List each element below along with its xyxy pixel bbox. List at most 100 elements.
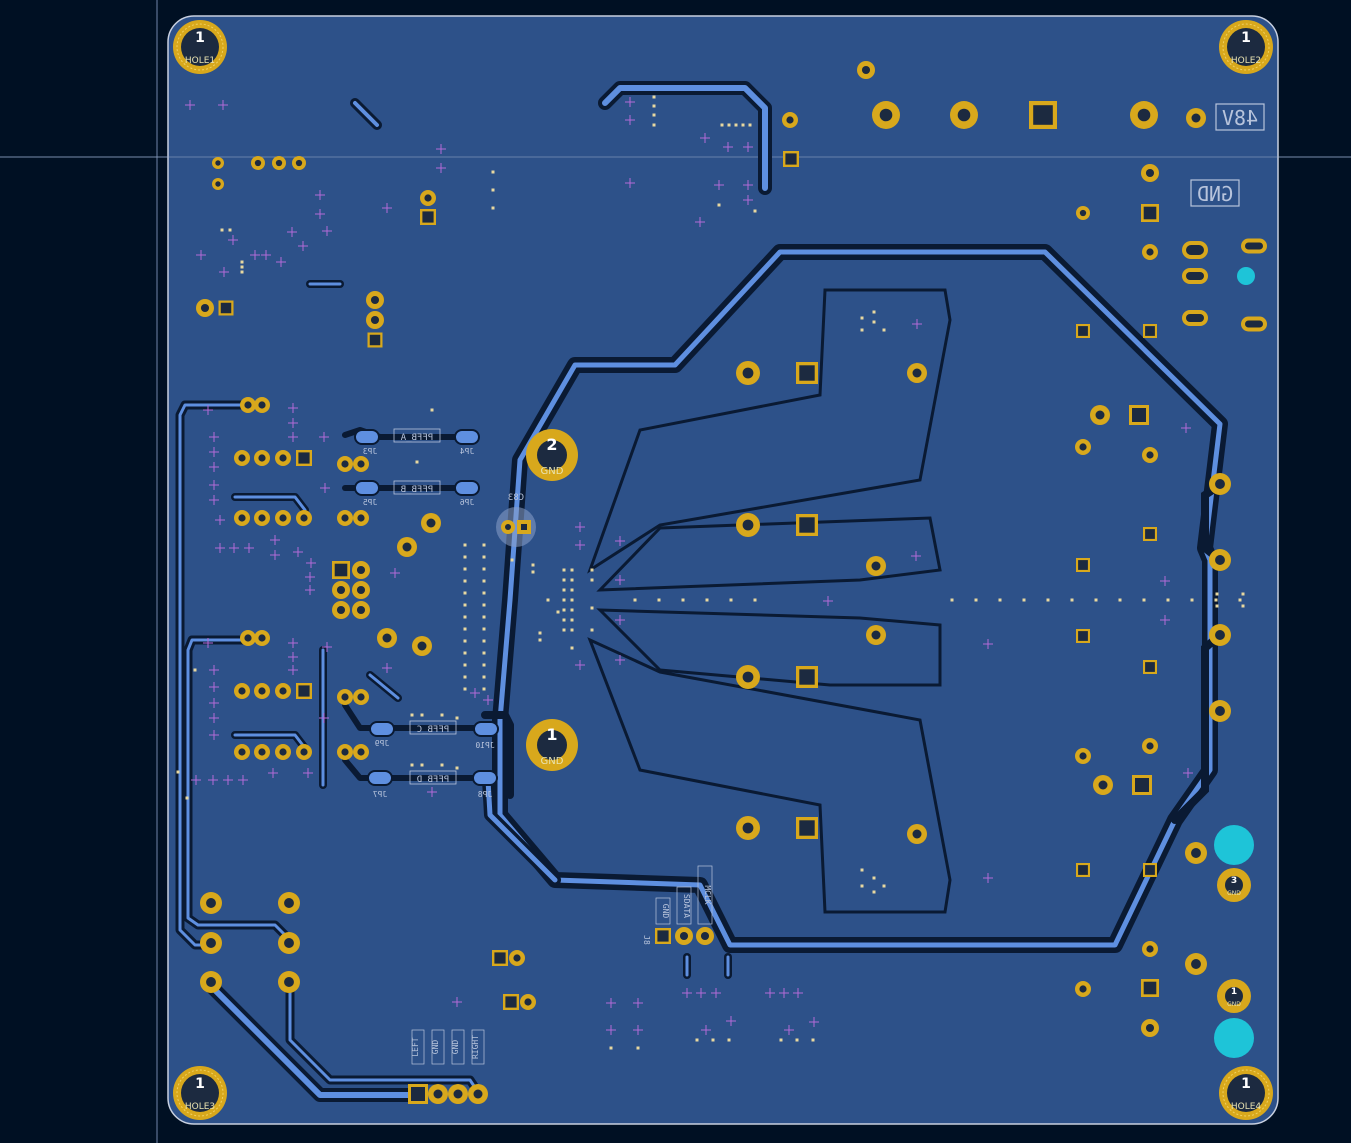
through-hole-pad[interactable] [421, 513, 441, 533]
through-hole-pad[interactable] [200, 892, 222, 914]
cyan-pad-small[interactable] [1237, 267, 1255, 285]
through-hole-pad[interactable] [254, 450, 270, 466]
through-hole-pad[interactable] [278, 892, 300, 914]
through-hole-pad[interactable] [240, 630, 256, 646]
through-hole-pad[interactable] [275, 510, 291, 526]
through-hole-pad[interactable] [1130, 101, 1158, 129]
through-hole-pad[interactable] [1090, 405, 1110, 425]
square-pad[interactable] [1076, 324, 1090, 338]
through-hole-pad[interactable] [337, 744, 353, 760]
through-hole-pad[interactable] [736, 665, 760, 689]
square-pad[interactable] [655, 928, 671, 944]
through-hole-pad[interactable] [428, 1084, 448, 1104]
through-hole-pad[interactable] [1185, 953, 1207, 975]
through-hole-pad[interactable] [353, 456, 369, 472]
oval-pad[interactable] [1182, 241, 1208, 259]
through-hole-pad[interactable] [352, 561, 370, 579]
jumper-pad[interactable] [454, 480, 480, 496]
square-pad[interactable] [1076, 629, 1090, 643]
through-hole-pad[interactable] [353, 510, 369, 526]
through-hole-pad[interactable] [234, 683, 250, 699]
through-hole-pad[interactable] [234, 510, 250, 526]
square-pad[interactable] [332, 561, 350, 579]
square-pad[interactable] [420, 209, 436, 225]
through-hole-pad[interactable] [353, 689, 369, 705]
through-hole-pad[interactable] [251, 156, 265, 170]
through-hole-pad[interactable] [1142, 738, 1158, 754]
mounting-hole-top-right[interactable]: 1 HOLE2 [1219, 20, 1273, 74]
through-hole-pad[interactable] [782, 112, 798, 128]
through-hole-pad[interactable] [866, 625, 886, 645]
square-pad[interactable] [796, 362, 818, 384]
through-hole-pad[interactable] [200, 971, 222, 993]
through-hole-pad[interactable] [296, 744, 312, 760]
through-hole-pad[interactable] [857, 61, 875, 79]
through-hole-pad[interactable] [1075, 748, 1091, 764]
square-pad[interactable] [1143, 863, 1157, 877]
square-pad[interactable] [503, 994, 519, 1010]
through-hole-pad[interactable] [332, 601, 350, 619]
through-hole-pad[interactable] [950, 101, 978, 129]
square-pad[interactable] [796, 514, 818, 536]
square-pad[interactable] [1143, 660, 1157, 674]
through-hole-pad[interactable] [1141, 164, 1159, 182]
through-hole-pad[interactable] [1209, 473, 1231, 495]
through-hole-pad[interactable] [1076, 206, 1090, 220]
through-hole-pad[interactable] [254, 630, 270, 646]
square-pad[interactable] [218, 300, 234, 316]
jumper-pad[interactable] [454, 429, 480, 445]
through-hole-pad[interactable] [696, 927, 714, 945]
through-hole-pad[interactable] [448, 1084, 468, 1104]
through-hole-pad[interactable] [907, 363, 927, 383]
square-pad[interactable] [492, 950, 508, 966]
jumper-pad[interactable] [369, 721, 395, 737]
oval-pad[interactable] [1182, 268, 1208, 284]
through-hole-pad[interactable] [1141, 1019, 1159, 1037]
through-hole-pad[interactable] [675, 927, 693, 945]
square-pad[interactable] [783, 151, 799, 167]
through-hole-pads[interactable] [196, 61, 1267, 1104]
square-pad[interactable] [796, 666, 818, 688]
through-hole-pad[interactable] [337, 510, 353, 526]
through-hole-pad[interactable] [872, 101, 900, 129]
through-hole-pad[interactable] [353, 744, 369, 760]
through-hole-pad[interactable] [397, 537, 417, 557]
through-hole-pad[interactable] [352, 601, 370, 619]
through-hole-pad[interactable] [907, 824, 927, 844]
through-hole-pad[interactable] [240, 397, 256, 413]
through-hole-pad[interactable] [275, 450, 291, 466]
through-hole-pad[interactable] [366, 311, 384, 329]
through-hole-pad[interactable] [1185, 842, 1207, 864]
through-hole-pad[interactable] [200, 932, 222, 954]
through-hole-pad[interactable] [196, 299, 214, 317]
through-hole-pad[interactable] [420, 190, 436, 206]
through-hole-pad[interactable] [520, 994, 536, 1010]
square-pad[interactable] [296, 450, 312, 466]
through-hole-pad[interactable] [234, 744, 250, 760]
mounting-hole-top-left[interactable]: 1 HOLE1 [173, 20, 227, 74]
through-hole-pad[interactable] [254, 683, 270, 699]
square-pad[interactable] [1029, 101, 1057, 129]
square-pad[interactable] [1141, 979, 1159, 997]
through-hole-pad[interactable] [1075, 981, 1091, 997]
gnd-pad-upper[interactable]: 2 GND [526, 429, 578, 481]
through-hole-pad[interactable] [337, 689, 353, 705]
through-hole-pad[interactable] [1186, 108, 1206, 128]
through-hole-pad[interactable] [1093, 775, 1113, 795]
square-pad[interactable] [796, 817, 818, 839]
capacitor-c83[interactable]: C83 [496, 493, 536, 547]
square-pad[interactable] [1076, 863, 1090, 877]
cyan-pad-lower[interactable] [1214, 1018, 1254, 1058]
right-connector-pads[interactable]: 3 GND 1 GND [1217, 868, 1251, 1013]
square-pad[interactable] [1143, 324, 1157, 338]
through-hole-pad[interactable] [1209, 624, 1231, 646]
oval-pad[interactable] [1182, 310, 1208, 326]
jumpers[interactable] [354, 429, 499, 786]
through-hole-pad[interactable] [412, 636, 432, 656]
jumper-pad[interactable] [473, 721, 499, 737]
through-hole-pad[interactable] [1142, 447, 1158, 463]
square-pad[interactable] [1132, 775, 1152, 795]
square-pad[interactable] [296, 683, 312, 699]
square-pad[interactable] [1143, 527, 1157, 541]
